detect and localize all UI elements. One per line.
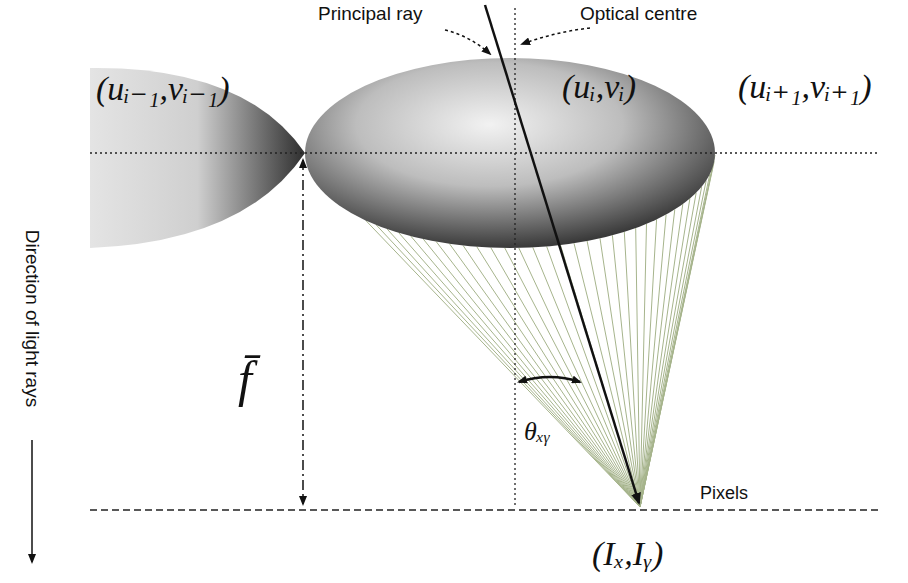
light-ray — [640, 219, 657, 507]
callout-label: Principal ray — [318, 4, 423, 25]
light-ray — [640, 187, 702, 507]
light-ray — [387, 229, 640, 507]
leader-line — [522, 28, 590, 44]
coordinate-label: (Iₓ,Iᵧ) — [592, 535, 663, 572]
focal-length-dimension — [302, 160, 304, 504]
light-ray — [640, 181, 706, 508]
light-ray — [436, 242, 640, 507]
light-ray — [477, 247, 640, 507]
leader-line — [445, 30, 490, 54]
light-ray — [640, 215, 666, 507]
focal-length-symbol: f̄ — [238, 352, 252, 407]
light-ray — [411, 236, 640, 507]
plane-label: Pixels — [700, 484, 748, 504]
light-ray — [450, 244, 641, 507]
light-ray — [640, 193, 696, 507]
light-ray — [640, 174, 710, 507]
principal-ray — [485, 5, 639, 503]
light-ray — [376, 225, 640, 507]
coordinate-label: (uᵢ,vᵢ) — [562, 68, 636, 105]
light-ray — [640, 210, 675, 508]
light-ray — [519, 248, 640, 507]
coordinate-label: (uᵢ₊₁,vᵢ₊₁) — [738, 68, 872, 105]
microlens — [90, 68, 305, 248]
direction-arrow — [31, 440, 33, 562]
axis-label: Direction of light rays — [22, 229, 43, 406]
light-ray — [640, 204, 683, 507]
angle-symbol: θₓᵧ — [524, 418, 550, 447]
light-ray — [640, 224, 647, 507]
light-ray — [640, 199, 690, 508]
angle-arc — [519, 377, 580, 382]
light-ray — [423, 239, 640, 507]
callout-label: Optical centre — [580, 4, 697, 25]
light-ray — [463, 246, 640, 508]
light-ray — [399, 233, 640, 507]
coordinate-label: (uᵢ₋₁,vᵢ₋₁) — [96, 70, 230, 107]
lens-axis-line — [90, 152, 880, 153]
optical-axis-line — [514, 8, 515, 508]
pixel-plane-line — [90, 509, 880, 511]
light-ray — [491, 248, 640, 507]
light-ray — [366, 221, 640, 507]
